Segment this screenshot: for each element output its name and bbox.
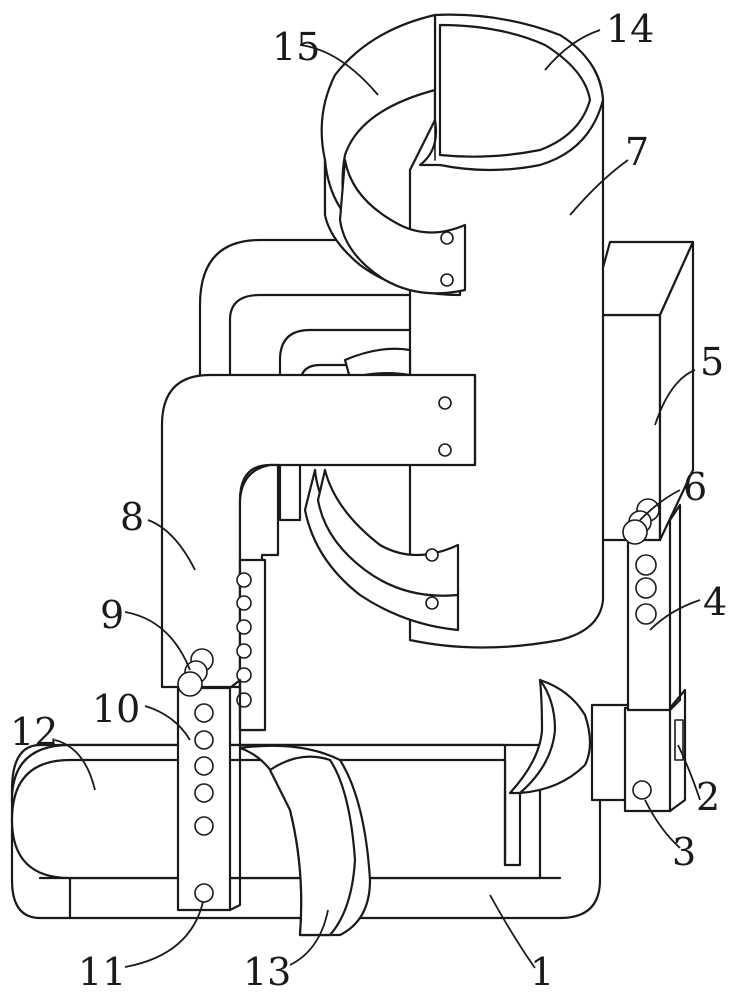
callout-6: 6 <box>683 465 707 509</box>
callout-13: 13 <box>243 950 291 994</box>
callout-2: 2 <box>696 775 720 819</box>
heel-cup <box>508 678 592 795</box>
front-lower-rail <box>176 678 242 912</box>
knob-9 <box>177 648 214 697</box>
callouts: 15 14 7 5 6 4 2 3 1 8 9 10 12 11 13 <box>10 7 727 994</box>
front-rail-back <box>236 558 267 732</box>
callout-3: 3 <box>672 830 696 874</box>
callout-4: 4 <box>703 580 727 624</box>
foot-pad <box>10 743 542 880</box>
callout-7: 7 <box>625 130 649 174</box>
rear-bracket <box>590 688 687 813</box>
leader-lines <box>54 29 701 969</box>
callout-11: 11 <box>78 950 126 994</box>
callout-12: 12 <box>10 710 58 754</box>
callout-14: 14 <box>606 7 654 51</box>
callout-1: 1 <box>530 950 554 994</box>
front-strap <box>238 744 372 937</box>
calf-shell <box>408 13 605 649</box>
upper-strap <box>320 13 467 297</box>
pin-3 <box>632 780 652 800</box>
callout-5: 5 <box>700 340 724 384</box>
knob-6 <box>622 498 660 545</box>
lower-strap <box>303 468 460 632</box>
callout-8: 8 <box>120 495 144 539</box>
rear-housing <box>588 240 695 542</box>
callout-9: 9 <box>100 593 124 637</box>
callout-10: 10 <box>92 687 140 731</box>
callout-15: 15 <box>272 25 320 69</box>
